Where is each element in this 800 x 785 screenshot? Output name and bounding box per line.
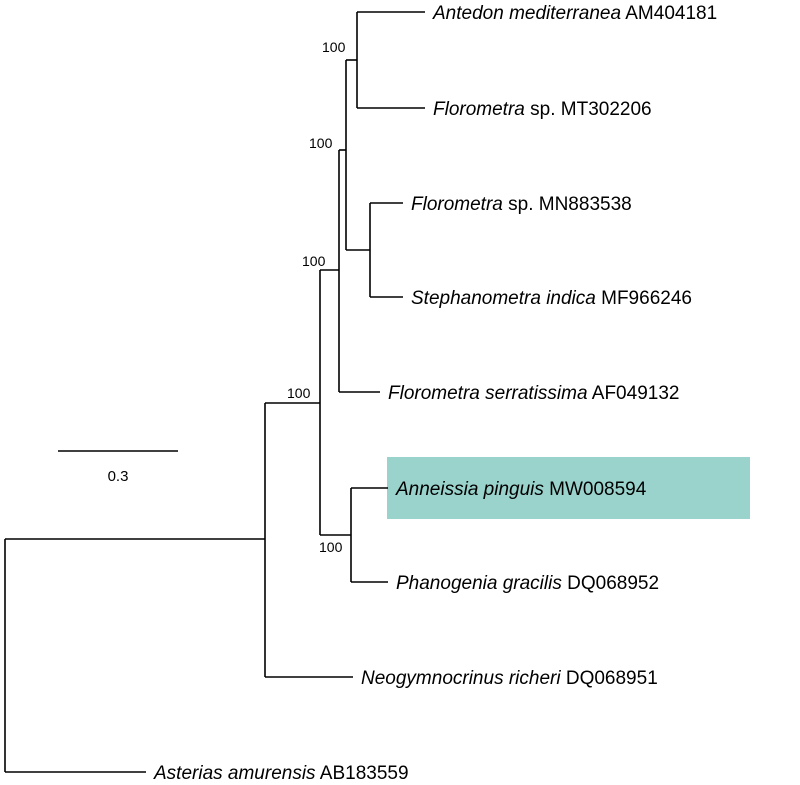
- taxon-name-italic: Florometra: [411, 194, 503, 215]
- support-value-anneissia-phanogenia: 100: [319, 539, 343, 555]
- taxon-name-italic: Asterias amurensis: [153, 763, 316, 784]
- taxon-name-italic: Neogymnocrinus richeri: [361, 668, 561, 689]
- taxon-name-italic: Florometra: [433, 99, 525, 120]
- taxon-name-italic: Antedon mediterranea: [432, 3, 621, 24]
- taxon-name-italic: Anneissia pinguis: [395, 479, 544, 500]
- taxon-label-phanogenia: Phanogenia gracilis DQ068952: [396, 573, 659, 594]
- taxon-label-asterias: Asterias amurensis AB183559: [153, 763, 409, 784]
- taxon-label-anneissia: Anneissia pinguis MW008594: [395, 479, 647, 500]
- taxon-name-italic: Stephanometra indica: [411, 288, 596, 309]
- taxon-name-italic: Florometra serratissima: [388, 383, 588, 404]
- taxon-name-italic: Phanogenia gracilis: [396, 573, 562, 594]
- highlight-box: [387, 457, 750, 519]
- taxon-label-antedon: Antedon mediterranea AM404181: [432, 3, 717, 24]
- taxon-accession: DQ068951: [561, 668, 658, 689]
- taxon-accession: AF049132: [588, 383, 680, 404]
- taxon-label-neogymnocrinus: Neogymnocrinus richeri DQ068951: [361, 668, 658, 689]
- taxon-label-florometra-serr: Florometra serratissima AF049132: [388, 383, 679, 404]
- taxon-label-stephanometra: Stephanometra indica MF966246: [411, 288, 692, 309]
- support-value-antedon-serratissima: 100: [302, 253, 326, 269]
- taxon-accession: AM404181: [621, 3, 717, 24]
- taxon-accession: AB183559: [316, 763, 409, 784]
- support-value-antedon-florometra: 100: [322, 39, 346, 55]
- taxon-accession: sp. MN883538: [503, 194, 632, 215]
- taxon-label-florometra-mt: Florometra sp. MT302206: [433, 99, 652, 120]
- support-value-antedon-stephanometra: 100: [309, 135, 333, 151]
- taxon-label-florometra-mn: Florometra sp. MN883538: [411, 194, 632, 215]
- support-value-ingroup: 100: [287, 385, 311, 401]
- taxon-accession: MF966246: [596, 288, 692, 309]
- taxon-accession: sp. MT302206: [525, 99, 652, 120]
- taxon-accession: MW008594: [544, 479, 647, 500]
- taxon-accession: DQ068952: [562, 573, 659, 594]
- scale-bar-label: 0.3: [108, 468, 129, 485]
